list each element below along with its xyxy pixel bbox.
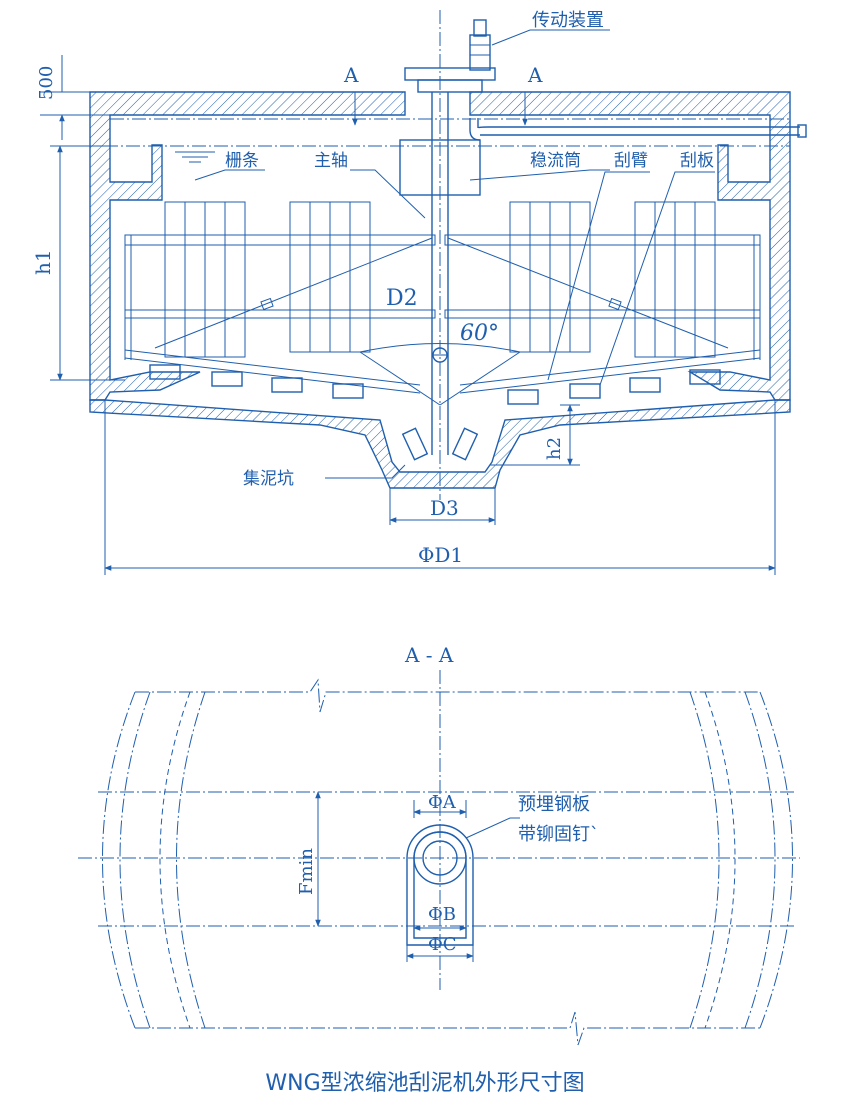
label-drive: 传动装置	[532, 10, 604, 31]
label-section-a-right: A	[527, 63, 543, 87]
elevation-view: 传动装置 A A 500 栅条 主轴 稳流筒 刮臂 刮板 h1 D2 60° h…	[31, 10, 807, 575]
label-main-shaft: 主轴	[314, 151, 348, 171]
label-embedded-plate: 预埋钢板	[518, 794, 590, 815]
label-phi-c: ΦC	[428, 934, 457, 955]
label-section-title: A - A	[404, 643, 454, 667]
label-dim-500: 500	[36, 66, 57, 100]
label-rivet: 带铆固钉`	[518, 824, 599, 845]
label-phi-a: ΦA	[428, 792, 457, 813]
section-aa-view: A - A ΦA 预埋钢板	[78, 643, 800, 1046]
label-section-a-left: A	[343, 63, 359, 87]
label-h2: h2	[544, 437, 565, 460]
tank-bottom	[89, 399, 791, 489]
tank-wall-left	[89, 91, 406, 401]
label-stilling-well: 稳流筒	[530, 151, 581, 171]
label-h1: h1	[31, 249, 55, 275]
main-shaft	[431, 10, 449, 500]
label-fmin: Fmin	[296, 848, 317, 895]
drive-unit	[404, 19, 496, 93]
label-d2: D2	[386, 286, 418, 311]
label-angle: 60°	[460, 321, 499, 346]
label-grating: 栅条	[225, 151, 259, 171]
truss-right	[444, 201, 761, 394]
figure-caption: WNG型浓缩池刮泥机外形尺寸图	[265, 1071, 584, 1096]
label-d3: D3	[430, 496, 459, 520]
stilling-well	[399, 139, 481, 196]
label-d1: ΦD1	[418, 543, 463, 567]
truss-left	[124, 201, 436, 394]
scraper-blades	[149, 364, 721, 461]
label-scraper-arm: 刮臂	[614, 151, 648, 171]
central-pier	[406, 824, 474, 946]
label-sludge-pit: 集泥坑	[243, 469, 294, 489]
label-scraper-blade: 刮板	[680, 151, 714, 171]
label-phi-b: ΦB	[428, 904, 456, 925]
